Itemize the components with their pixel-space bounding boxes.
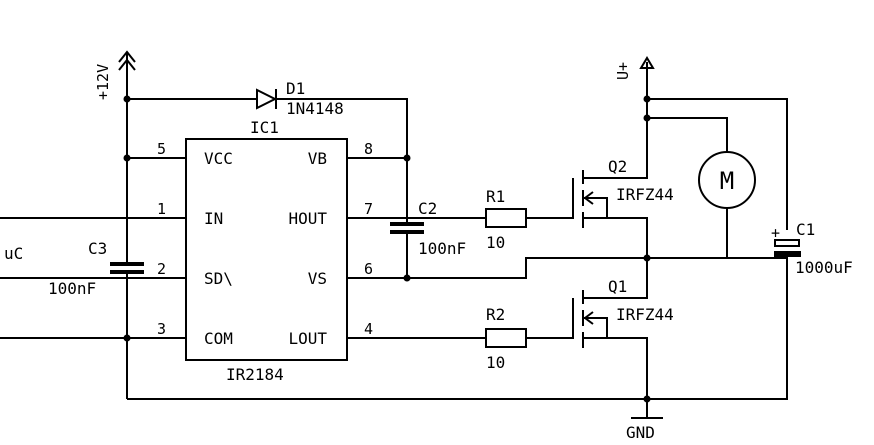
pin-7-num: 7 [364,200,373,218]
pin-1-name: IN [204,209,223,228]
ic1-part: IR2184 [226,365,284,384]
input-label: uC [4,244,23,263]
junction-dot [643,114,651,122]
mosfet-q2: Q2 IRFZ44 [572,118,674,258]
vcc-label: +12V [94,64,112,100]
motor-symbol: M [720,167,734,195]
r1-value: 10 [486,233,505,252]
junction-dot [123,154,131,162]
c2-value: 100nF [418,239,466,258]
junction-dot [643,395,651,403]
motor-m: M [698,151,756,258]
pin-1-num: 1 [157,200,166,218]
pin-4-num: 4 [364,320,373,338]
pin-3-num: 3 [157,320,166,338]
pin-7-name: HOUT [288,209,327,228]
r2-value: 10 [486,353,505,372]
ground-label: GND [626,423,655,442]
diode-d1: D1 1N4148 [256,79,344,118]
resistor-r2: R2 10 [485,298,574,372]
q1-value: IRFZ44 [616,305,674,324]
r1-ref: R1 [486,187,505,206]
c3-ref: C3 [88,239,107,258]
motor-supply-symbol: U+ [614,56,788,230]
pin-4-name: LOUT [288,329,327,348]
pin-5-num: 5 [157,140,166,158]
junction-dot [403,154,411,162]
q1-ref: Q1 [608,277,627,296]
capacitor-c1: + C1 1000uF [127,220,853,400]
pin-6-num: 6 [364,260,373,278]
c3-value: 100nF [48,279,96,298]
junction-dot [643,254,651,262]
pin-3-name: COM [204,329,233,348]
pin-5-name: VCC [204,149,233,168]
pin-8-num: 8 [364,140,373,158]
junction-dot [123,334,131,342]
r2-ref: R2 [486,305,505,324]
d1-ref: D1 [286,79,305,98]
c1-ref: C1 [796,220,815,239]
ic1: IC1 IR2184 5 1 2 3 VCC IN SD\ COM 8 7 6 … [0,118,787,384]
resistor-r1: R1 10 [485,178,574,252]
ground-symbol: GND [626,399,663,442]
q2-ref: Q2 [608,157,627,176]
junction-dot [123,95,131,103]
q2-value: IRFZ44 [616,185,674,204]
capacitor-c2: C2 100nF [390,199,466,258]
c1-value: 1000uF [795,258,853,277]
junction-dot [643,95,651,103]
motor-supply-label: U+ [614,62,632,80]
ic1-ref: IC1 [250,118,279,137]
pin-6-name: VS [308,269,327,288]
pin-8-name: VB [308,149,327,168]
vcc-supply-symbol: +12V [94,50,136,399]
pin-2-name: SD\ [204,269,233,288]
d1-value: 1N4148 [286,99,344,118]
mosfet-q1: Q1 IRFZ44 [572,258,674,399]
junction-dot [403,274,411,282]
c2-ref: C2 [418,199,437,218]
capacitor-c3: C3 100nF [48,239,144,298]
c1-polarity: + [771,224,780,242]
pin-2-num: 2 [157,260,166,278]
junctions [123,95,651,403]
